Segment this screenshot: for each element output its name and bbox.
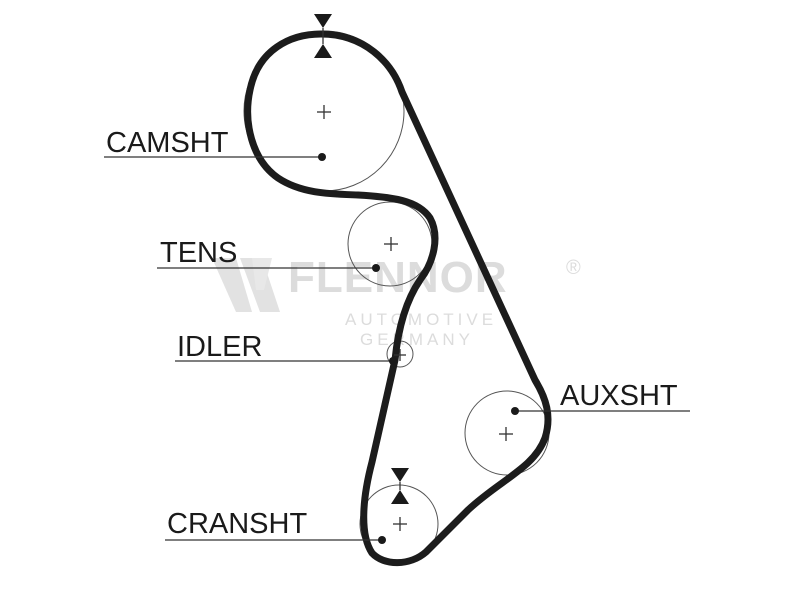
idler-center-icon (394, 349, 406, 361)
crankshaft-label: CRANSHT (167, 508, 307, 540)
timing-belt (244, 30, 552, 567)
watermark-line1: AUTOMOTIVE (345, 310, 497, 329)
crankshaft-anchor-dot (378, 536, 386, 544)
watermark-registered-mark: ® (566, 257, 581, 279)
idler-label: IDLER (177, 331, 262, 363)
camshaft-center-icon (317, 105, 331, 119)
camshaft-anchor-dot (318, 153, 326, 161)
crankshaft-center-icon (393, 517, 407, 531)
crankshaft-timing-mark-icon (391, 468, 409, 504)
tensioner-anchor-dot (372, 264, 380, 272)
watermark: FLENNOR ® AUTOMOTIVE GERMANY (212, 253, 581, 349)
camshaft-label: CAMSHT (106, 127, 229, 159)
auxshaft-center-icon (499, 427, 513, 441)
auxshaft-anchor-dot (511, 407, 519, 415)
watermark-line2: GERMANY (360, 330, 474, 349)
auxshaft-label: AUXSHT (560, 380, 678, 412)
tensioner-label: TENS (160, 237, 237, 269)
idler-anchor-dot (389, 357, 397, 365)
watermark-brand: FLENNOR (288, 253, 508, 302)
auxshaft-pulley (464, 390, 550, 476)
watermark-logo-icon (212, 258, 280, 312)
tensioner-center-icon (384, 237, 398, 251)
camshaft-timing-mark-icon (314, 14, 332, 58)
